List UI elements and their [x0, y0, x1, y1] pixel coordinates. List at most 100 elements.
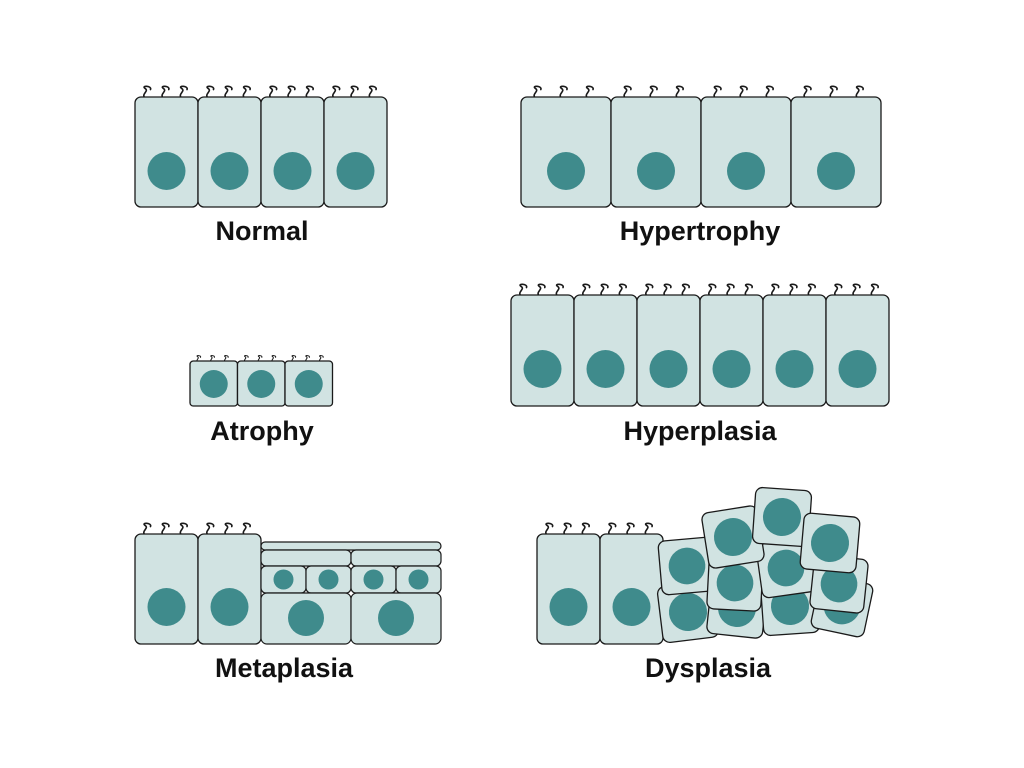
- cilia: [623, 85, 632, 99]
- cilia: [870, 283, 879, 297]
- cilia: [771, 283, 780, 297]
- cilia: [834, 283, 843, 297]
- nucleus: [713, 517, 753, 557]
- cilia: [305, 85, 314, 99]
- nucleus: [716, 564, 754, 602]
- cilia: [708, 283, 717, 297]
- nucleus: [775, 350, 814, 388]
- cilia: [739, 85, 748, 99]
- cilia: [555, 283, 564, 297]
- nucleus: [523, 350, 562, 388]
- cilia: [675, 85, 684, 99]
- nucleus: [586, 350, 625, 388]
- nucleus: [318, 569, 339, 590]
- cilia: [608, 522, 617, 536]
- dysplasia-panel: [536, 486, 874, 645]
- cilia: [161, 85, 170, 99]
- nucleus: [817, 152, 855, 190]
- cilia: [559, 85, 568, 99]
- cilia: [600, 283, 609, 297]
- nucleus: [838, 350, 877, 388]
- cilia: [243, 355, 249, 363]
- nucleus: [210, 588, 249, 626]
- metaplasia-panel: [134, 522, 442, 645]
- cilia: [242, 522, 251, 536]
- nucleus: [199, 370, 228, 398]
- cilia: [305, 355, 310, 363]
- metaplasia-label: Metaplasia: [215, 653, 354, 683]
- cilia: [257, 355, 263, 363]
- cilia: [161, 522, 170, 536]
- cilia: [269, 85, 278, 99]
- nucleus: [762, 497, 802, 537]
- nucleus: [820, 565, 858, 603]
- cilia: [224, 85, 233, 99]
- cilia: [726, 283, 735, 297]
- cilia: [533, 85, 542, 99]
- cilia: [210, 355, 215, 363]
- cilia: [519, 283, 528, 297]
- cilia: [618, 283, 627, 297]
- nucleus: [288, 600, 324, 636]
- nucleus: [336, 152, 375, 190]
- nucleus: [273, 569, 294, 590]
- nucleus: [547, 152, 585, 190]
- cilia: [803, 85, 812, 99]
- cilia: [368, 85, 377, 99]
- nucleus: [147, 588, 186, 626]
- squamous-cell: [260, 549, 352, 567]
- cilia: [585, 85, 594, 99]
- atrophy-label: Atrophy: [210, 416, 314, 446]
- dysplastic-cell: [751, 486, 813, 548]
- cilia: [545, 522, 554, 536]
- normal-label: Normal: [215, 216, 308, 246]
- cilia: [713, 85, 722, 99]
- hyperplasia-panel: [510, 283, 890, 407]
- nucleus: [727, 152, 765, 190]
- nucleus: [649, 350, 688, 388]
- nucleus: [273, 152, 312, 190]
- dysplastic-cell: [657, 536, 717, 596]
- cilia: [582, 283, 591, 297]
- nucleus: [668, 547, 706, 585]
- cilia: [663, 283, 672, 297]
- cilia: [626, 522, 635, 536]
- cilia: [829, 85, 838, 99]
- cilia: [206, 85, 215, 99]
- nucleus: [147, 152, 186, 190]
- cilia: [681, 283, 690, 297]
- cilia: [537, 283, 546, 297]
- cilia: [332, 85, 341, 99]
- cilia: [644, 522, 653, 536]
- hypertrophy-panel: [520, 85, 882, 208]
- cilia: [179, 522, 188, 536]
- cilia: [242, 85, 251, 99]
- nucleus: [294, 370, 323, 398]
- squamous-cell: [350, 549, 442, 567]
- dysplasia-label: Dysplasia: [645, 653, 772, 683]
- nucleus: [637, 152, 675, 190]
- nucleus: [210, 152, 249, 190]
- cilia: [852, 283, 861, 297]
- cilia: [318, 355, 324, 363]
- cilia: [179, 85, 188, 99]
- dysplastic-cell: [701, 505, 765, 569]
- cilia: [765, 85, 774, 99]
- cilia: [271, 355, 277, 363]
- cilia: [789, 283, 798, 297]
- nucleus: [767, 549, 805, 587]
- hyperplasia-label: Hyperplasia: [623, 416, 777, 446]
- nucleus: [612, 588, 651, 626]
- cilia: [224, 522, 233, 536]
- cilia: [649, 85, 658, 99]
- nucleus: [549, 588, 588, 626]
- nucleus: [810, 523, 850, 563]
- hypertrophy-label: Hypertrophy: [620, 216, 781, 246]
- cilia: [350, 85, 359, 99]
- cilia: [563, 522, 572, 536]
- nucleus: [668, 592, 708, 632]
- nucleus: [408, 569, 429, 590]
- cilia: [855, 85, 864, 99]
- cilia: [196, 355, 202, 363]
